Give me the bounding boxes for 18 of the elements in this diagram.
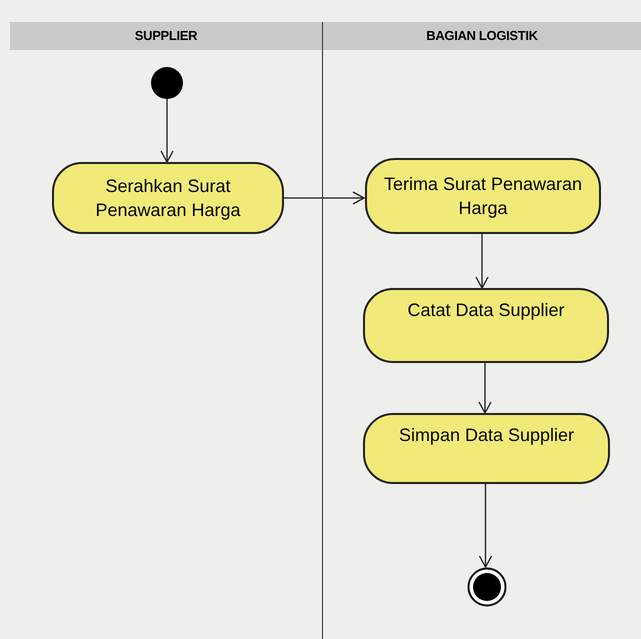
activity-box	[52, 162, 284, 234]
final-node	[467, 567, 507, 607]
initial-node	[151, 67, 183, 99]
lane-header: BAGIAN LOGISTIK	[426, 27, 538, 46]
activity-label: Simpan Data Supplier	[398, 424, 574, 447]
control-flow-arrow	[160, 99, 174, 163]
activity-box	[363, 288, 609, 363]
control-flow-arrow	[478, 484, 492, 568]
activity-box	[363, 413, 610, 484]
control-flow-arrow	[284, 191, 365, 205]
activity-label: Catat Data Supplier	[407, 299, 565, 322]
control-flow-arrow	[478, 363, 492, 414]
activity-label: Serahkan Surat Penawaran Harga	[94, 175, 242, 222]
swimlane	[322, 22, 641, 639]
activity-box	[365, 158, 601, 234]
lane-header: SUPPLIER	[134, 27, 198, 46]
activity-label: Terima Surat Penawaran Harga	[382, 173, 584, 220]
control-flow-arrow	[475, 234, 489, 289]
